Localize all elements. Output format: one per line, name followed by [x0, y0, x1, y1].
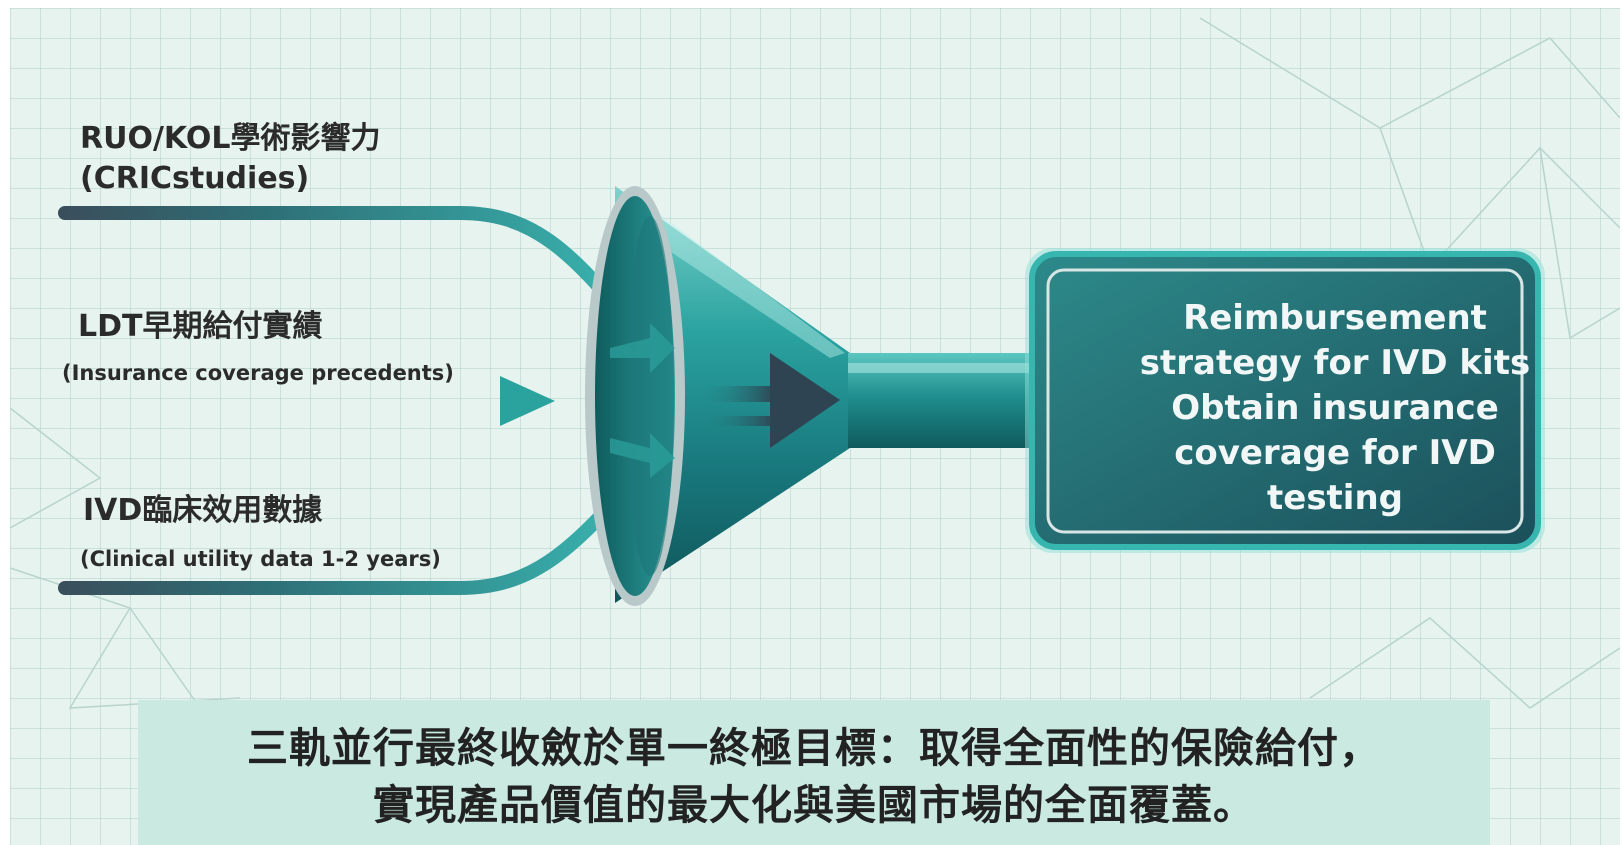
- goal-line: testing: [1267, 478, 1403, 518]
- goal-line: coverage for IVD: [1174, 433, 1496, 473]
- funnel-artwork: [10, 17, 1620, 709]
- summary-line-1: 三軌並行最終收斂於單一終極目標：取得全面性的保險給付，: [247, 724, 1381, 772]
- summary-line-2: 實現產品價值的最大化與美國市場的全面覆蓋。: [373, 781, 1255, 829]
- input-title-ldt: LDT早期給付實績: [78, 309, 323, 344]
- flow-arrows: [610, 323, 840, 478]
- input-title-ivd: IVD臨床效用數據: [83, 493, 323, 528]
- input-subtitle-insurance: (Insurance coverage precedents): [62, 361, 454, 385]
- diagram-canvas: RUO/KOL學術影響力 (CRICstudies) LDT早期給付實績 (In…: [10, 8, 1620, 845]
- summary-text: 三軌並行最終收斂於單一終極目標：取得全面性的保險給付， 實現產品價值的最大化與美…: [138, 720, 1490, 834]
- summary-banner: 三軌並行最終收斂於單一終極目標：取得全面性的保險給付， 實現產品價值的最大化與美…: [138, 700, 1490, 845]
- goal-text: Reimbursement strategy for IVD kits Obta…: [1095, 296, 1575, 521]
- input-subtitle-clinical: (Clinical utility data 1-2 years): [80, 547, 441, 571]
- goal-box: [1025, 248, 1545, 553]
- input-title-ruo-kol: RUO/KOL學術影響力: [80, 121, 381, 156]
- goal-line: Obtain insurance: [1171, 388, 1499, 428]
- input-subtitle-cric: (CRICstudies): [80, 161, 310, 196]
- goal-line: Reimbursement: [1183, 298, 1487, 338]
- goal-line: strategy for IVD kits: [1139, 343, 1531, 383]
